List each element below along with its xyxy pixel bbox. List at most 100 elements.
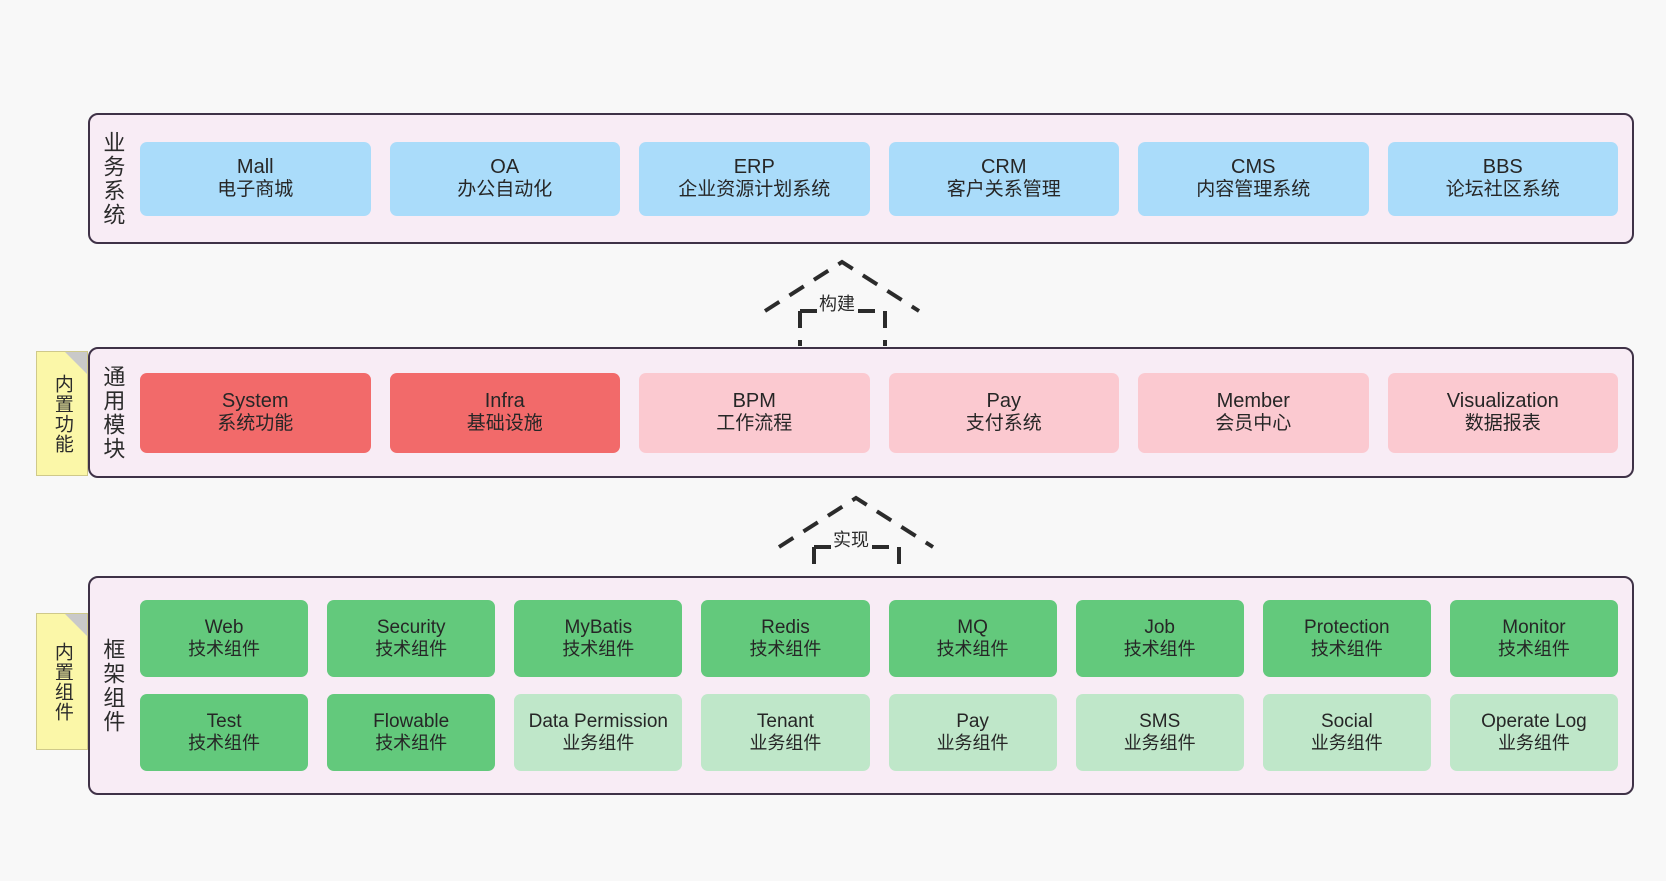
node-label-cn: 技术组件 (188, 639, 261, 660)
note-label: 内置功能 (51, 373, 73, 454)
layer-title-framework: 框架组件 (100, 637, 126, 734)
node-label-cn: 会员中心 (1215, 413, 1292, 435)
node-mq[interactable]: MQ 技术组件 (888, 600, 1057, 677)
node-label-cn: 技术组件 (375, 639, 448, 660)
node-label-cn: 系统功能 (217, 413, 294, 435)
node-label-cn: 业务组件 (1310, 733, 1383, 754)
node-label-cn: 内容管理系统 (1196, 179, 1311, 201)
note-label: 内置组件 (51, 641, 73, 722)
node-label-en: Data Permission (528, 710, 668, 732)
node-label-en: BBS (1482, 155, 1523, 178)
layer-title-common: 通用模块 (100, 364, 126, 461)
node-crm[interactable]: CRM 客户关系管理 (888, 141, 1119, 216)
node-label-en: Flowable (373, 710, 450, 732)
node-label-cn: 技术组件 (188, 733, 261, 754)
node-label-cn: 办公自动化 (457, 179, 553, 201)
node-label-en: Infra (484, 389, 525, 412)
node-test[interactable]: Test 技术组件 (140, 694, 309, 771)
connector-implement-arrow: 实现 (769, 492, 944, 582)
node-system[interactable]: System 系统功能 (140, 372, 371, 453)
node-label-en: Pay (956, 710, 989, 732)
layer-body-framework: Web 技术组件 Security 技术组件 MyBatis 技术组件 Redi… (134, 578, 1632, 793)
node-label-cn: 基础设施 (466, 413, 543, 435)
node-erp[interactable]: ERP 企业资源计划系统 (639, 141, 870, 216)
node-label-en: Test (206, 710, 242, 732)
node-mall[interactable]: Mall 电子商城 (140, 141, 371, 216)
node-monitor[interactable]: Monitor 技术组件 (1449, 600, 1618, 677)
node-label-cn: 业务组件 (936, 733, 1009, 754)
node-security[interactable]: Security 技术组件 (327, 600, 496, 677)
node-label-cn: 客户关系管理 (946, 179, 1061, 201)
node-label-cn: 技术组件 (1497, 639, 1570, 660)
connector-label-build: 构建 (817, 290, 857, 316)
node-label-en: Tenant (756, 710, 814, 732)
node-cms[interactable]: CMS 内容管理系统 (1138, 141, 1369, 216)
node-label-cn: 业务组件 (749, 733, 822, 754)
node-mybatis[interactable]: MyBatis 技术组件 (514, 600, 683, 677)
node-sms[interactable]: SMS 业务组件 (1075, 694, 1244, 771)
node-label-cn: 数据报表 (1464, 413, 1541, 435)
connector-label-implement: 实现 (831, 526, 871, 552)
node-label-en: Web (204, 616, 244, 638)
node-label-en: BPM (732, 389, 776, 412)
node-label-en: Security (376, 616, 446, 638)
node-label-cn: 电子商城 (217, 179, 294, 201)
node-label-cn: 支付系统 (965, 413, 1042, 435)
node-label-cn: 工作流程 (716, 413, 793, 435)
node-redis[interactable]: Redis 技术组件 (701, 600, 870, 677)
node-label-cn: 技术组件 (1310, 639, 1383, 660)
node-web[interactable]: Web 技术组件 (140, 600, 309, 677)
node-job[interactable]: Job 技术组件 (1075, 600, 1244, 677)
node-tenant[interactable]: Tenant 业务组件 (701, 694, 870, 771)
node-social[interactable]: Social 业务组件 (1262, 694, 1431, 771)
node-label-cn: 技术组件 (1123, 639, 1196, 660)
node-label-cn: 技术组件 (375, 733, 448, 754)
node-label-cn: 技术组件 (749, 639, 822, 660)
note-builtin-features: 内置功能 (36, 351, 88, 476)
node-label-cn: 业务组件 (1123, 733, 1196, 754)
node-label-en: Social (1320, 710, 1373, 732)
node-member[interactable]: Member 会员中心 (1138, 372, 1369, 453)
node-label-cn: 业务组件 (1497, 733, 1570, 754)
node-label-cn: 企业资源计划系统 (678, 179, 831, 201)
node-label-en: OA (490, 155, 520, 178)
node-data-permission[interactable]: Data Permission 业务组件 (514, 694, 683, 771)
node-operate-log[interactable]: Operate Log 业务组件 (1449, 694, 1618, 771)
node-visualization[interactable]: Visualization 数据报表 (1387, 372, 1618, 453)
node-label-en: System (221, 389, 289, 412)
node-label-en: CMS (1231, 155, 1276, 178)
node-label-en: Monitor (1502, 616, 1566, 638)
node-row: Mall 电子商城 OA 办公自动化 ERP 企业资源计划系统 CRM 客户关系… (140, 141, 1618, 216)
node-label-en: Mall (236, 155, 274, 178)
connector-build-arrow: 构建 (755, 256, 930, 346)
node-label-en: Visualization (1446, 389, 1559, 412)
node-protection[interactable]: Protection 技术组件 (1262, 600, 1431, 677)
layer-business-systems: 业务系统 Mall 电子商城 OA 办公自动化 ERP 企业资源计划系统 CRM… (88, 113, 1634, 244)
node-label-en: Pay (986, 389, 1021, 412)
node-row: System 系统功能 Infra 基础设施 BPM 工作流程 Pay 支付系统… (140, 372, 1618, 453)
node-label-en: Operate Log (1481, 710, 1587, 732)
node-label-en: MyBatis (564, 616, 633, 638)
node-label-en: SMS (1139, 710, 1181, 732)
layer-body-common: System 系统功能 Infra 基础设施 BPM 工作流程 Pay 支付系统… (134, 349, 1632, 476)
node-row: Web 技术组件 Security 技术组件 MyBatis 技术组件 Redi… (140, 600, 1618, 677)
node-pay-component[interactable]: Pay 业务组件 (888, 694, 1057, 771)
node-infra[interactable]: Infra 基础设施 (389, 372, 620, 453)
node-label-en: CRM (980, 155, 1027, 178)
layer-framework-components: 框架组件 Web 技术组件 Security 技术组件 MyBatis 技术组件… (88, 576, 1634, 795)
node-row: Test 技术组件 Flowable 技术组件 Data Permission … (140, 694, 1618, 771)
node-bpm[interactable]: BPM 工作流程 (639, 372, 870, 453)
node-label-en: Protection (1304, 616, 1390, 638)
node-bbs[interactable]: BBS 论坛社区系统 (1387, 141, 1618, 216)
node-label-en: MQ (957, 616, 988, 638)
node-label-cn: 技术组件 (562, 639, 635, 660)
node-label-en: ERP (733, 155, 775, 178)
node-oa[interactable]: OA 办公自动化 (389, 141, 620, 216)
layer-body-business: Mall 电子商城 OA 办公自动化 ERP 企业资源计划系统 CRM 客户关系… (134, 115, 1632, 242)
node-label-en: Redis (761, 616, 810, 638)
note-builtin-components: 内置组件 (36, 613, 88, 750)
node-pay[interactable]: Pay 支付系统 (888, 372, 1119, 453)
node-label-cn: 技术组件 (936, 639, 1009, 660)
node-flowable[interactable]: Flowable 技术组件 (327, 694, 496, 771)
